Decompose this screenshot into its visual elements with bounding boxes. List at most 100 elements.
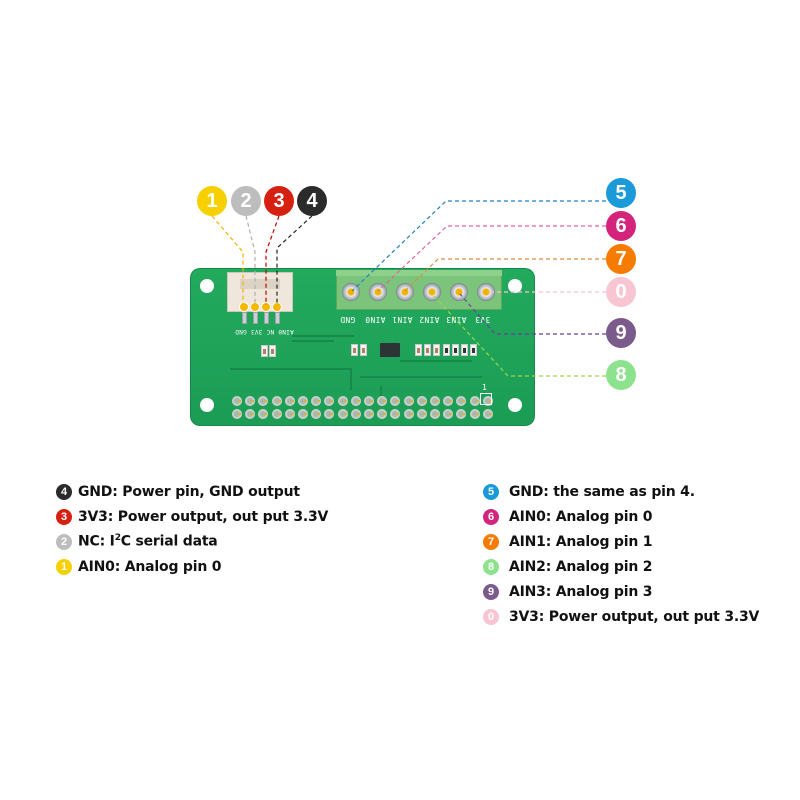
header-pin	[258, 409, 269, 419]
connector-pin-3v3	[261, 302, 271, 312]
header-pin	[456, 396, 467, 406]
header-pin	[403, 409, 414, 419]
smd-resistor	[461, 344, 468, 356]
pcb-trace	[292, 335, 354, 337]
smd-resistor	[360, 344, 367, 356]
header-pin	[271, 396, 282, 406]
header-pin	[350, 409, 361, 419]
badge-6-icon: 6	[483, 508, 499, 525]
badge-8-icon: 8	[483, 558, 499, 575]
callout-2-icon: 2	[231, 186, 261, 216]
header-pin	[245, 396, 256, 406]
header-pin	[482, 396, 493, 406]
header-pin	[390, 409, 401, 419]
header-pin	[403, 396, 414, 406]
smd-resistor	[269, 345, 276, 357]
connector-leg	[242, 312, 247, 324]
header-pin	[377, 409, 388, 419]
legend-label: NC: I2C serial data	[78, 533, 218, 550]
legend-item-1: 1 AIN0: Analog pin 0	[56, 554, 328, 579]
legend-right: 5 GND: the same as pin 4. 6 AIN0: Analog…	[483, 479, 759, 629]
legend-item-9: 9 AIN3: Analog pin 3	[483, 579, 759, 604]
header-pin	[364, 396, 374, 406]
mounting-hole-bottom-right	[508, 398, 522, 412]
callout-7-icon: 7	[606, 244, 636, 274]
header-pin	[469, 409, 480, 419]
badge-1-icon: 1	[56, 558, 72, 575]
jst-connector	[227, 272, 293, 312]
header-pin	[337, 396, 348, 406]
legend-item-8: 8 AIN2: Analog pin 2	[483, 554, 759, 579]
header-pin	[416, 409, 427, 419]
header-pin	[390, 396, 401, 406]
badge-2-icon: 2	[56, 533, 72, 550]
header-pin	[377, 396, 388, 406]
legend-label: AIN2: Analog pin 2	[509, 558, 653, 575]
header-pin	[311, 409, 322, 419]
callout-9-icon: 9	[606, 318, 636, 348]
header-pin1-marker	[480, 393, 492, 405]
connector-pin-ain0	[239, 302, 249, 312]
legend-label: GND: the same as pin 4.	[509, 483, 695, 500]
screw-ain2	[423, 283, 441, 301]
badge-9-icon: 9	[483, 583, 499, 600]
pcb-trace	[360, 376, 482, 378]
legend-item-7: 7 AIN1: Analog pin 1	[483, 529, 759, 554]
header-pin	[258, 396, 269, 406]
smd-resistor	[470, 344, 477, 356]
pcb-trace	[400, 360, 472, 362]
connector-leg	[264, 312, 269, 324]
screw-ain1	[396, 283, 414, 301]
header-pin	[350, 396, 361, 406]
connector-leg	[275, 312, 280, 324]
smd-resistor	[452, 344, 459, 356]
pcb-trace	[292, 340, 334, 342]
legend-label: AIN0: Analog pin 0	[509, 508, 653, 525]
smd-capacitor	[415, 344, 422, 356]
legend-label: 3V3: Power output, out put 3.3V	[509, 608, 760, 625]
header-pin	[364, 409, 374, 419]
legend-item-2: 2 NC: I2C serial data	[56, 529, 328, 554]
legend-label: AIN3: Analog pin 3	[509, 583, 653, 600]
header-pin1-label: 1	[482, 383, 488, 392]
legend-item-3: 3 3V3: Power output, out put 3.3V	[56, 504, 328, 529]
header-pin	[337, 409, 348, 419]
terminal-block-lip	[336, 270, 502, 276]
header-pin	[245, 409, 256, 419]
callout-3-icon: 3	[264, 186, 294, 216]
mounting-hole-bottom-left	[200, 398, 214, 412]
smd-resistor	[433, 344, 440, 356]
header-pin	[324, 396, 335, 406]
smd-resistor	[261, 345, 268, 357]
header-pin	[284, 396, 295, 406]
header-pin	[232, 396, 242, 406]
smd-resistor	[424, 344, 431, 356]
connector-leg	[253, 312, 258, 324]
header-pin	[324, 409, 335, 419]
header-pin	[443, 409, 454, 419]
header-pin	[298, 396, 308, 406]
legend-label: AIN1: Analog pin 1	[509, 533, 653, 550]
header-pin	[430, 409, 440, 419]
pcb-trace	[350, 368, 352, 390]
badge-0-icon: 0	[483, 608, 499, 625]
header-pin	[456, 409, 467, 419]
badge-4-icon: 4	[56, 483, 72, 500]
smd-resistor	[351, 344, 358, 356]
legend-item-6: 6 AIN0: Analog pin 0	[483, 504, 759, 529]
header-pin	[271, 409, 282, 419]
header-pin	[232, 409, 242, 419]
legend-label: GND: Power pin, GND output	[78, 483, 300, 500]
callout-0-icon: 0	[606, 277, 636, 307]
callout-6-icon: 6	[606, 211, 636, 241]
mounting-hole-top-left	[200, 279, 214, 293]
screw-3v3	[477, 283, 495, 301]
callout-4-icon: 4	[297, 186, 327, 216]
badge-3-icon: 3	[56, 508, 72, 525]
callout-5-icon: 5	[606, 178, 636, 208]
legend-left: 4 GND: Power pin, GND output 3 3V3: Powe…	[56, 479, 328, 579]
legend-label: 3V3: Power output, out put 3.3V	[78, 508, 329, 525]
header-pin	[469, 396, 480, 406]
callout-1-icon: 1	[197, 186, 227, 216]
